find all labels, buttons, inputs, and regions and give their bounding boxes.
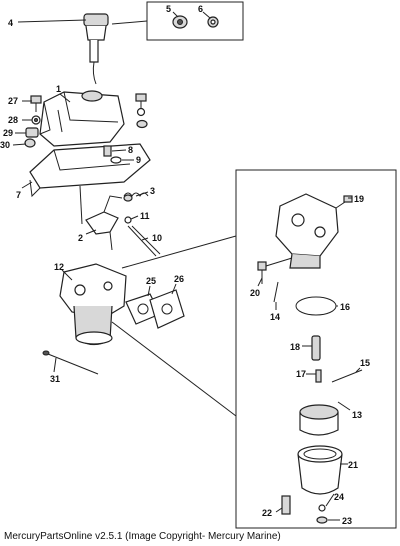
callout-25: 25 — [146, 276, 156, 286]
detail-box — [235, 169, 397, 529]
callout-9: 9 — [136, 155, 141, 165]
callout-3: 3 — [150, 186, 155, 196]
callout-11: 11 — [140, 211, 150, 221]
callout-19: 19 — [354, 194, 364, 204]
callout-4: 4 — [8, 18, 13, 28]
part-31-tool — [42, 350, 99, 375]
part-30-nut — [24, 138, 36, 148]
part-23-washer — [316, 516, 328, 524]
part-27-screw — [30, 95, 42, 112]
callout-10: 10 — [152, 233, 162, 243]
callout-28: 28 — [8, 115, 18, 125]
callout-21: 21 — [348, 460, 358, 470]
part-9-washer — [110, 156, 122, 164]
part-26-plate — [149, 289, 185, 329]
callout-20: 20 — [250, 288, 260, 298]
leader-line — [111, 20, 148, 25]
callout-13: 13 — [352, 410, 362, 420]
callout-1: 1 — [56, 84, 61, 94]
callout-17: 17 — [296, 369, 306, 379]
callout-12: 12 — [54, 262, 64, 272]
callout-6: 6 — [198, 4, 203, 14]
part-24-bowl-screw — [318, 504, 326, 512]
part-5-cap — [172, 15, 188, 29]
callout-22: 22 — [262, 508, 272, 518]
callout-29: 29 — [3, 128, 13, 138]
callout-30: 30 — [0, 140, 10, 150]
part-3-spring — [123, 192, 149, 202]
callout-18: 18 — [290, 342, 300, 352]
part-28-washer — [31, 115, 41, 125]
part-11-clip — [124, 216, 132, 224]
part-22-drain-screw — [281, 495, 291, 515]
callout-23: 23 — [342, 516, 352, 526]
part-right-screw — [135, 93, 148, 129]
callout-26: 26 — [174, 274, 184, 284]
detail-connector-line — [121, 235, 237, 269]
callout-16: 16 — [340, 302, 350, 312]
part-14-pin — [273, 281, 279, 303]
part-6-nut — [207, 16, 219, 28]
part-8-screw — [103, 145, 112, 157]
leader-lines — [12, 11, 361, 521]
part-1-fuel-tank — [39, 90, 125, 147]
footer-copyright: MercuryPartsOnline v2.5.1 (Image Copyrig… — [4, 531, 281, 542]
callout-7: 7 — [16, 190, 21, 200]
part-4-fuel-cap — [83, 13, 109, 85]
part-18-main-jet — [311, 335, 321, 361]
part-21-float-bowl — [297, 445, 343, 495]
callout-31: 31 — [50, 374, 60, 384]
callout-14: 14 — [270, 312, 280, 322]
part-15-float-pin — [331, 369, 363, 383]
part-10-link-rod — [127, 225, 161, 257]
detail-connector-line — [111, 321, 237, 417]
part-17-nozzle — [315, 369, 322, 383]
callout-8: 8 — [128, 145, 133, 155]
part-29-grommet — [25, 127, 39, 138]
part-2-throttle-linkage — [85, 195, 123, 251]
callout-24: 24 — [334, 492, 344, 502]
part-19-carburetor-body — [275, 193, 353, 269]
part-12-carburetor — [59, 263, 127, 346]
exploded-parts-diagram: 1 2 3 4 5 6 7 8 9 10 11 12 13 14 15 16 1… — [0, 1, 397, 529]
callout-27: 27 — [8, 96, 18, 106]
inset-box-top — [146, 1, 244, 41]
callout-15: 15 — [360, 358, 370, 368]
part-20-screw — [257, 257, 293, 284]
callout-2: 2 — [78, 233, 83, 243]
part-16-gasket-ring — [295, 296, 337, 316]
part-7-bracket — [29, 143, 151, 225]
callout-5: 5 — [166, 4, 171, 14]
part-13-float — [299, 404, 339, 436]
